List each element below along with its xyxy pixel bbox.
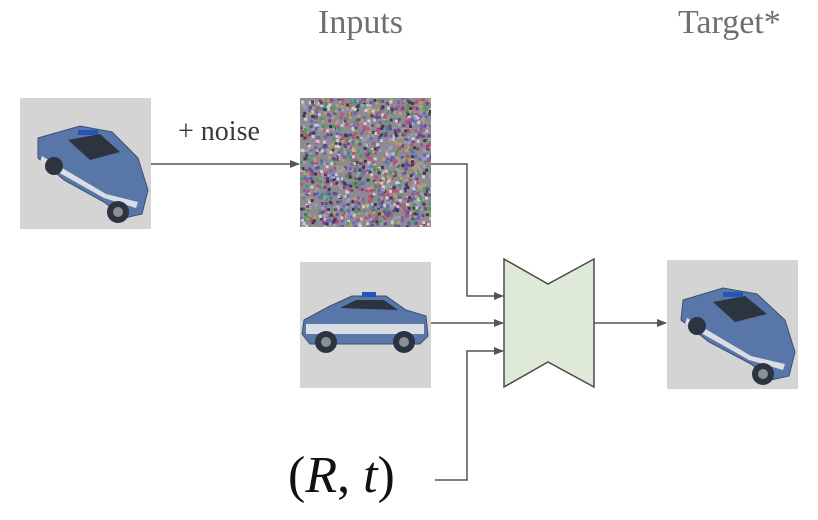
network-icon [503,257,595,389]
noise-label: + noise [178,116,260,147]
pose-label: (R, t) [288,447,395,504]
pose-to-network-arrow [435,347,504,481]
target-header: Target* [678,4,781,41]
target-car-image [667,260,798,389]
noisy-image [300,98,431,227]
source-car-image [20,98,151,229]
inputs-header: Inputs [318,4,403,41]
condition-car-image [300,262,431,388]
noisy-to-network-arrow [431,163,504,300]
